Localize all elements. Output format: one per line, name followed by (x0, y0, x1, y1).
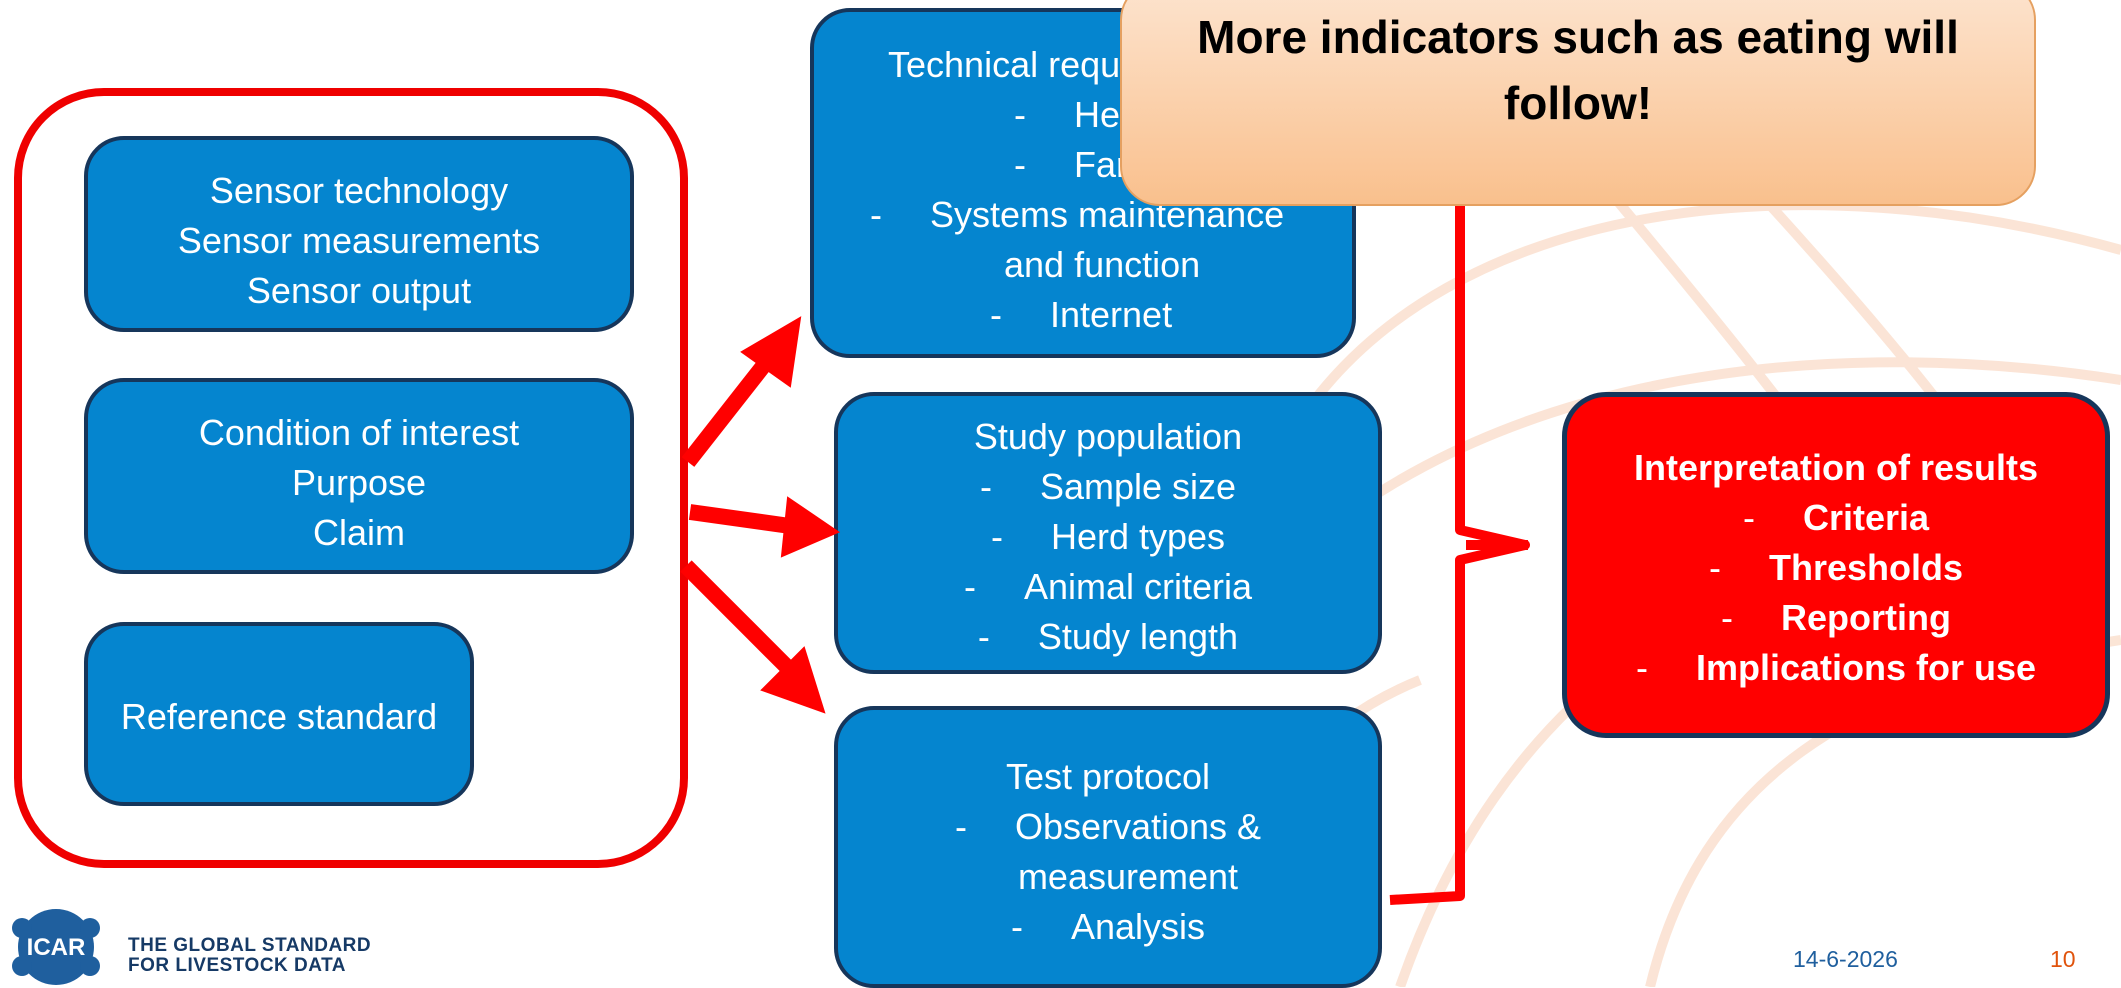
result-box-item: -Criteria (1742, 497, 1930, 538)
study-population-box: Study population -Sample size -Herd type… (834, 392, 1382, 674)
protocol-item-text: measurement (1017, 856, 1239, 897)
sensor-box-line: Sensor technology (209, 170, 509, 211)
condition-box-line: Claim (312, 512, 405, 553)
study-box-item: -Study length (977, 616, 1239, 657)
input-group-frame (14, 88, 688, 868)
protocol-item-text: Analysis (1070, 906, 1206, 947)
icar-logo-icon: ICAR (12, 909, 100, 985)
study-item-text: Animal criteria (1023, 566, 1253, 607)
reference-box-label: Reference standard (120, 696, 438, 737)
protocol-box-item: -Observations & (954, 806, 1262, 847)
protocol-box-item: -Analysis (1010, 906, 1206, 947)
result-box-item: -Thresholds (1708, 547, 1964, 588)
technical-item-text: Internet (1050, 294, 1173, 335)
logo-label: ICAR (27, 934, 86, 961)
condition-box: Condition of interest Purpose Claim (84, 378, 634, 574)
study-box-item: -Herd types (990, 516, 1226, 557)
technical-item-text: Far (1074, 144, 1128, 185)
callout-line: follow! (1503, 77, 1653, 129)
technical-box-item: -Far (1014, 144, 1128, 185)
study-item-text: Herd types (1050, 516, 1226, 557)
arrow-to-technical (681, 316, 802, 467)
test-protocol-box: Test protocol -Observations & measuremen… (834, 706, 1382, 988)
tagline-line: FOR LIVESTOCK DATA (128, 955, 346, 976)
protocol-box-title: Test protocol (1005, 756, 1211, 797)
tagline-line: THE GLOBAL STANDARD (128, 935, 372, 956)
interpretation-box: Interpretation of results -Criteria -Thr… (1562, 392, 2110, 738)
technical-box-item: -Internet (990, 294, 1173, 335)
footer-tagline: THE GLOBAL STANDARD FOR LIVESTOCK DATA (128, 936, 371, 976)
arrow-to-protocol (680, 560, 826, 714)
result-box-item: -Implications for use (1635, 647, 2037, 688)
condition-box-line: Condition of interest (198, 412, 520, 453)
sensor-box-line: Sensor output (246, 270, 472, 311)
study-box-title: Study population (973, 416, 1243, 457)
technical-item-text: He (1074, 94, 1121, 135)
callout-line: More indicators such as eating will (1197, 11, 1959, 63)
slide-date: 14-6-2026 (1793, 946, 1898, 972)
study-box-item: -Animal criteria (963, 566, 1253, 607)
reference-box: Reference standard (84, 622, 474, 806)
sensor-box: Sensor technology Sensor measurements Se… (84, 136, 634, 332)
result-item-text: Thresholds (1768, 547, 1964, 588)
study-box-item: -Sample size (979, 466, 1237, 507)
technical-item-text: and function (1004, 244, 1201, 285)
result-box-title: Interpretation of results (1633, 447, 2039, 488)
study-item-text: Study length (1037, 616, 1239, 657)
arrow-to-study (688, 496, 841, 558)
result-item-text: Criteria (1802, 497, 1930, 538)
sensor-box-line: Sensor measurements (177, 220, 541, 261)
technical-box-title: Technical requ (888, 44, 1121, 85)
protocol-item-text: Observations & (1014, 806, 1262, 847)
technical-box-item: -He (1014, 94, 1121, 135)
condition-box-line: Purpose (291, 462, 427, 503)
result-box-item: -Reporting (1721, 597, 1951, 638)
study-item-text: Sample size (1039, 466, 1237, 507)
page-number: 10 (2050, 946, 2076, 972)
result-item-text: Implications for use (1695, 647, 2037, 688)
right-brace (1389, 160, 1530, 905)
callout-note: More indicators such as eating will foll… (1120, 0, 2036, 206)
result-item-text: Reporting (1781, 597, 1951, 638)
